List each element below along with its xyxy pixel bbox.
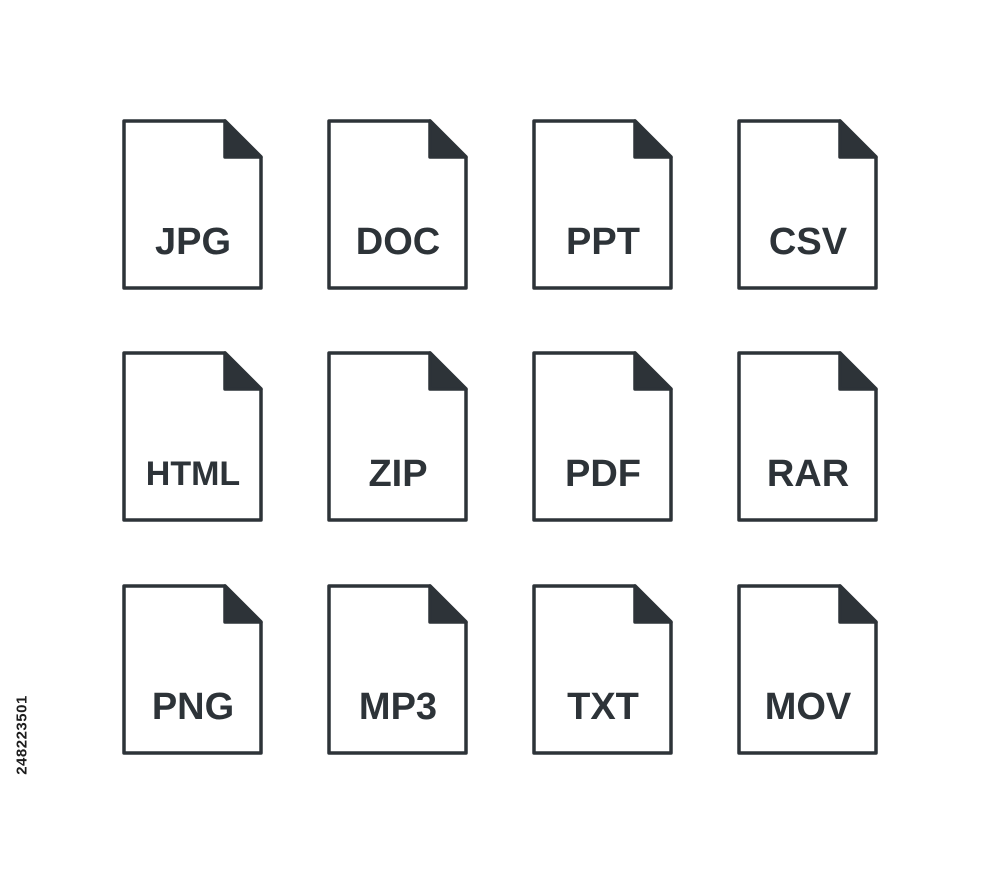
file-icon <box>532 584 673 755</box>
file-icon <box>737 119 878 290</box>
file-icon <box>122 584 263 755</box>
stock-image-id: 248223501 <box>8 640 36 830</box>
png-file-icon: PNG <box>122 584 264 756</box>
file-icon <box>327 119 468 290</box>
file-icon <box>327 584 468 755</box>
txt-file-icon: TXT <box>532 584 674 756</box>
html-file-icon: HTML <box>122 351 264 523</box>
file-type-label: TXT <box>567 686 639 728</box>
file-type-label: DOC <box>355 221 441 263</box>
file-icon <box>532 119 673 290</box>
file-type-label: CSV <box>768 221 848 263</box>
mov-file-icon: MOV <box>737 584 879 756</box>
pdf-file-icon: PDF <box>532 351 674 523</box>
file-icon <box>737 351 878 522</box>
ppt-file-icon: PPT <box>532 119 674 291</box>
file-type-label: PDF <box>565 453 641 495</box>
rar-file-icon: RAR <box>737 351 879 523</box>
file-type-label: PNG <box>151 686 235 728</box>
mp3-file-icon: MP3 <box>327 584 469 756</box>
csv-file-icon: CSV <box>737 119 879 291</box>
file-type-label: MOV <box>764 686 852 728</box>
file-type-label: RAR <box>766 453 850 495</box>
zip-file-icon: ZIP <box>327 351 469 523</box>
file-icon <box>532 351 673 522</box>
file-icon <box>122 351 263 522</box>
file-type-label: MP3 <box>358 686 438 728</box>
file-icon <box>122 119 263 290</box>
file-type-label: ZIP <box>368 453 428 495</box>
file-type-label: PPT <box>566 221 640 263</box>
file-icon <box>737 584 878 755</box>
file-icon <box>327 351 468 522</box>
jpg-file-icon: JPG <box>122 119 264 291</box>
stock-image-id-text: 248223501 <box>13 695 31 775</box>
file-type-label: HTML <box>145 455 241 493</box>
file-type-label: JPG <box>154 221 232 263</box>
doc-file-icon: DOC <box>327 119 469 291</box>
